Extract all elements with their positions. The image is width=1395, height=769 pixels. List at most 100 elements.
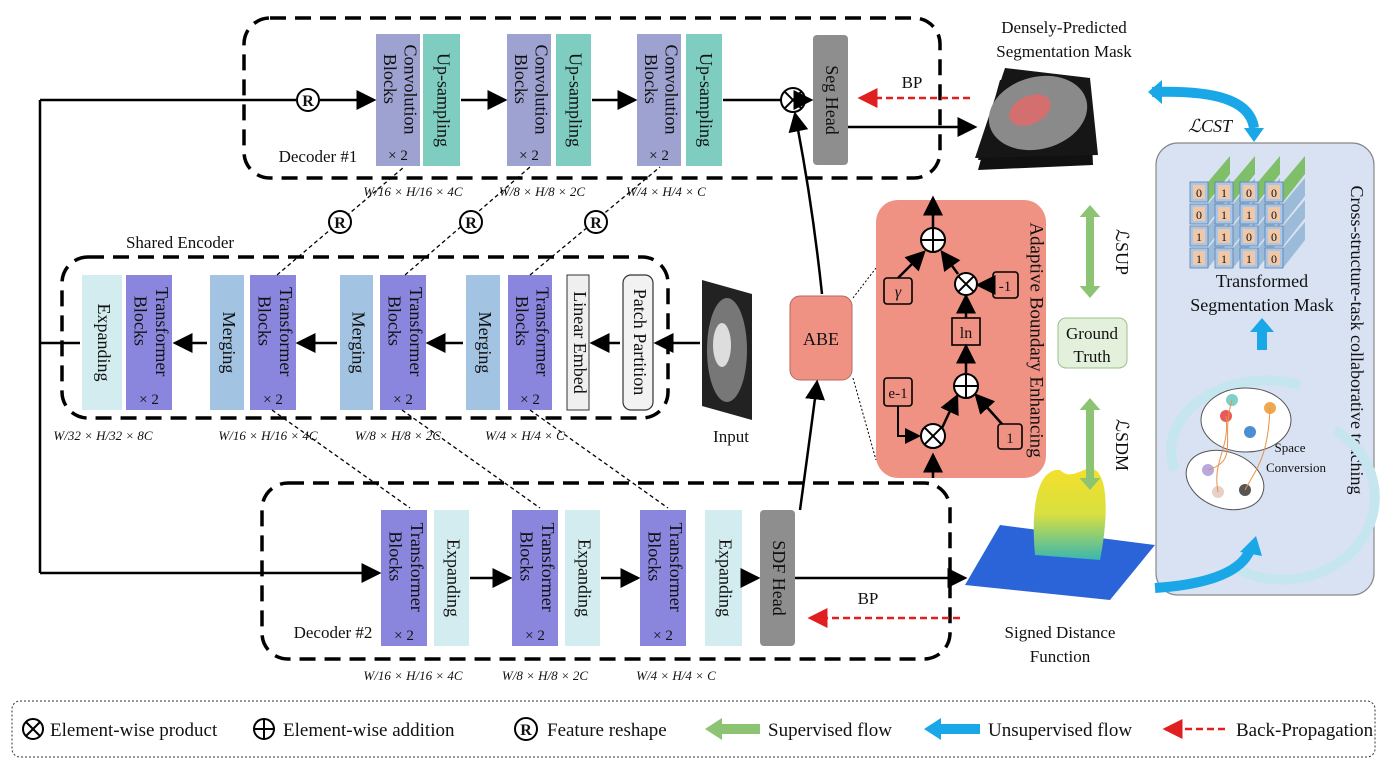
reshape-circle: [584, 210, 608, 234]
mask-cell: [1218, 251, 1230, 265]
legend-reshape-label: Feature reshape: [547, 720, 667, 741]
expanding-block-label: Expanding: [715, 539, 735, 617]
dimension-label: W/8 × H/8 × 2C: [355, 428, 441, 443]
merging-block-label: Merging: [219, 312, 239, 374]
ln-label: ln: [960, 325, 972, 342]
legend-box: [11, 700, 1376, 758]
abe-label: ABE: [803, 329, 839, 349]
legend-supervised-icon: [705, 718, 760, 740]
abe-line: [897, 250, 926, 279]
arrow-head: [1240, 536, 1262, 556]
abe-line: [940, 393, 959, 429]
sdf-surface-peak: [1033, 468, 1106, 560]
upsampling-block-label: Up-sampling: [696, 53, 716, 147]
linear-embed-border: [566, 274, 590, 411]
one-label: 1: [1006, 431, 1014, 447]
skip-connection: [529, 409, 669, 509]
mask-voxel-side: [1283, 200, 1305, 246]
loss-cst-label: ℒCST: [1188, 116, 1234, 136]
abe-to-product-arrow: [788, 111, 824, 295]
ground-truth-label: Truth: [1073, 347, 1111, 366]
convolution-block-repeat: × 2: [649, 148, 669, 164]
dimension-label: W/16 × H/16 × 4C: [363, 668, 462, 683]
mask-cell: [1218, 229, 1230, 243]
mask-cell-value: 0: [1271, 230, 1277, 244]
loss-sdm-label: ℒSDM: [1112, 419, 1132, 471]
transformer-block-label2: Blocks: [516, 531, 536, 581]
dimension-label: W/4 × H/4 × C: [626, 184, 706, 199]
input-lesion: [713, 323, 731, 367]
patch-partition-block: [622, 274, 654, 411]
mask-voxel-side: [1233, 156, 1255, 202]
neg-one-label: -1: [999, 279, 1012, 295]
mask-cell: [1268, 185, 1280, 199]
decoder1-label: Decoder #1: [279, 147, 358, 166]
mask-cell-value: 1: [1221, 208, 1227, 222]
transformer-block-repeat: × 2: [525, 628, 545, 644]
mask-cell: [1268, 251, 1280, 265]
reshape-circle: [328, 210, 352, 234]
legend-supervised-label: Supervised flow: [768, 720, 892, 741]
mask-voxel-side: [1283, 156, 1305, 202]
transformer-block-label: Transformer: [276, 287, 296, 376]
abe-line: [897, 406, 921, 444]
merging-block: [340, 275, 373, 410]
mask-voxel-side: [1283, 222, 1305, 268]
zoom-dotted: [852, 267, 877, 299]
arrow-head: [1244, 128, 1264, 142]
abe-title: Adaptive Boundary Enhancing: [1026, 222, 1047, 458]
merging-block-label: Merging: [475, 312, 495, 374]
mask-voxel-side: [1258, 156, 1280, 202]
merging-block: [210, 275, 244, 410]
abe-product-circle-2-stroke: [957, 275, 975, 293]
convolution-block-label2: Blocks: [511, 54, 531, 104]
feature-links: [1207, 399, 1271, 493]
dimension-label: W/16 × H/16 × 4C: [363, 184, 462, 199]
transformer-block-repeat: × 2: [520, 392, 540, 408]
transformer-block: [126, 275, 172, 410]
expanding-block: [82, 275, 122, 410]
transformer-block-label2: Blocks: [385, 531, 405, 581]
transformer-block: [512, 510, 558, 646]
collab-title: Cross-structure-task collaborative teach…: [1347, 186, 1367, 495]
upsampling-block: [556, 34, 591, 166]
mask-cell-value: 0: [1196, 208, 1202, 222]
mask-cell: [1243, 185, 1255, 199]
zoom-dotted: [852, 377, 877, 461]
seg-head-block: [813, 35, 848, 165]
transformer-block-label: Transformer: [407, 522, 427, 611]
reshape-circle: [296, 88, 320, 112]
expanding-block: [434, 510, 469, 646]
mask-cell-value: 1: [1221, 230, 1227, 244]
loss-sup-label: ℒSUP: [1112, 229, 1132, 275]
mask-cell-value: 0: [1271, 186, 1277, 200]
expanding-block-label: Expanding: [574, 539, 594, 617]
cycle-arrow: [1227, 425, 1380, 585]
feature-point: [1244, 426, 1256, 438]
ground-truth-label: Ground: [1066, 324, 1118, 343]
sdf-head-label: SDF Head: [769, 540, 789, 616]
mask-cell-value: 1: [1196, 252, 1202, 266]
skip-connection: [401, 409, 541, 509]
transformer-block: [640, 510, 686, 646]
decoder1-box: [242, 16, 942, 180]
mask-cell-value: 0: [1271, 252, 1277, 266]
cycle-arrow: [1166, 375, 1302, 472]
transformer-block-repeat: × 2: [653, 628, 673, 644]
transformer-block: [508, 275, 552, 410]
transformer-block: [381, 510, 427, 646]
transformer-block-repeat: × 2: [393, 392, 413, 408]
transformer-block-label: Transformer: [538, 522, 558, 611]
sdf-to-abe-arrow: [798, 379, 826, 511]
transformer-block-label2: Blocks: [384, 296, 404, 346]
sdf-title: Function: [1030, 647, 1091, 666]
mask-cell: [1268, 207, 1280, 221]
transformed-mask-title: Transformed: [1216, 271, 1308, 291]
mask-cell-value: 1: [1246, 252, 1252, 266]
transformed-mask-title: Segmentation Mask: [1190, 295, 1333, 315]
mask-cell: [1193, 207, 1205, 221]
upsampling-block-label: Up-sampling: [433, 53, 453, 147]
mask-cell-value: 1: [1246, 208, 1252, 222]
patch-partition-label: Patch Partition: [630, 289, 650, 396]
